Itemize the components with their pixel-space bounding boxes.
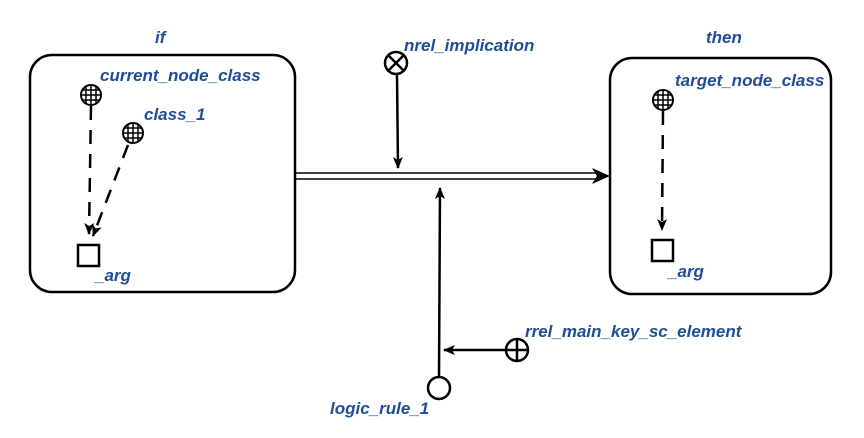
arg-if-node[interactable] [76,243,101,268]
rrel-main-key-sc-element-icon[interactable] [504,337,530,363]
arg-if-label: _arg [94,266,132,285]
logic-rule-1-node[interactable] [426,375,452,401]
class-1-icon[interactable] [122,122,144,144]
current-node-class-label: current_node_class [100,66,261,85]
arg-then-node[interactable] [650,238,675,263]
logic-rule-1-label: logic_rule_1 [330,399,429,418]
target-node-class-label: target_node_class [675,71,824,90]
current-node-class-icon[interactable] [80,84,102,106]
implication-connector[interactable] [295,168,610,184]
arc-target-node-class-to-arg[interactable] [657,110,668,231]
implication-arrowhead [592,168,610,184]
rrel-main-key-sc-element-label: rrel_main_key_sc_element [525,322,743,341]
arc-class-1-to-arg[interactable] [91,144,130,237]
if-contour[interactable] [28,53,297,294]
then-contour-label: then [706,28,742,47]
nrel-implication-label: nrel_implication [404,36,534,55]
nrel-implication-icon[interactable] [383,50,409,76]
target-node-class-icon[interactable] [652,89,674,111]
arc-logic-rule-1[interactable] [434,187,445,379]
then-contour[interactable] [608,56,833,296]
arc-nrel-implication[interactable] [392,74,403,169]
class-1-label: class_1 [144,105,205,124]
if-contour-label: if [155,28,168,47]
arc-current-node-class-to-arg[interactable] [84,105,95,235]
arg-then-label: _arg [667,262,705,281]
